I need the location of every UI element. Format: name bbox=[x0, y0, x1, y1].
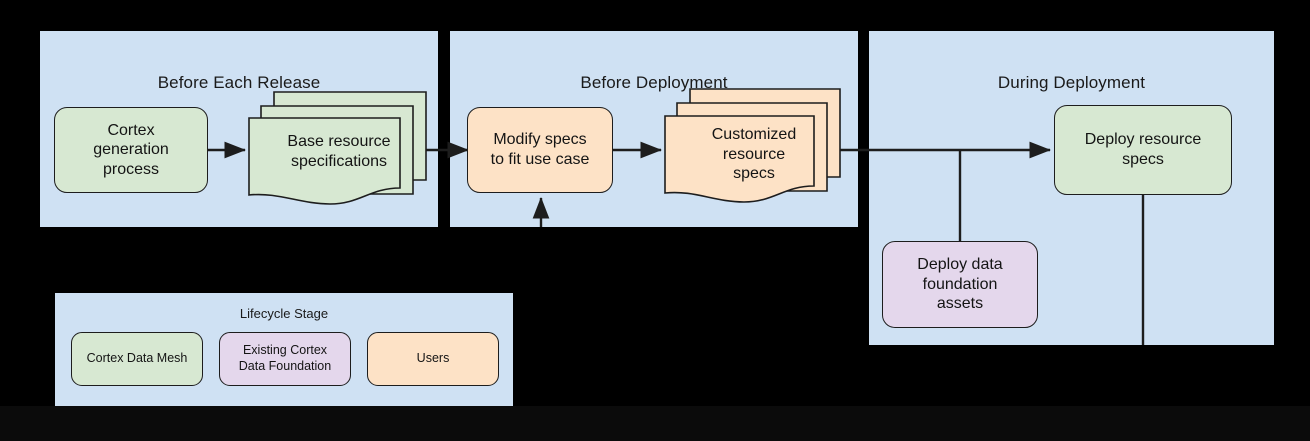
node-label-line-1: Modify specs bbox=[493, 131, 587, 149]
node-label-modify-specs-to-fit-use-case: Modify specs to fit use case bbox=[479, 130, 602, 169]
lane-title-before-each-release: Before Each Release bbox=[157, 73, 321, 92]
node-label-deploy-resource-specs: Deploy resource specs bbox=[1073, 130, 1214, 169]
legend-item-cortex-data-mesh[interactable]: Cortex Data Mesh bbox=[71, 332, 203, 386]
legend-label-line-1: Users bbox=[416, 351, 450, 366]
legend-label-line-1: Cortex Data Mesh bbox=[86, 351, 188, 366]
node-label-line-1: Deploy resource bbox=[1084, 131, 1202, 149]
node-label-line-2: to fit use case bbox=[490, 151, 590, 168]
bottom-band bbox=[0, 406, 1310, 441]
legend-item-label: Cortex Data Mesh bbox=[87, 351, 188, 367]
node-label-line-2: foundation bbox=[922, 275, 998, 293]
legend-panel[interactable]: Lifecycle Stage Cortex Data Mesh Existin… bbox=[55, 293, 513, 406]
node-label-line-3: process bbox=[102, 160, 160, 178]
node-modify-specs-to-fit-use-case[interactable]: Modify specs to fit use case bbox=[467, 107, 613, 193]
node-label-line-2: generation bbox=[93, 141, 169, 159]
legend-label-line-2: Data Foundation bbox=[238, 359, 332, 373]
doc-sheet-front bbox=[664, 115, 815, 203]
legend-title: Lifecycle Stage bbox=[239, 306, 329, 321]
node-label-line-1: Deploy data bbox=[917, 256, 1003, 274]
node-label-line-1: Cortex bbox=[107, 121, 155, 139]
doc-sheet-front bbox=[248, 117, 401, 205]
lane-title-during-deployment: During Deployment bbox=[997, 73, 1146, 92]
lane-title-before-deployment: Before Deployment bbox=[580, 73, 728, 92]
node-label-line-2: specs bbox=[1122, 151, 1164, 168]
legend-item-users[interactable]: Users bbox=[367, 332, 499, 386]
legend-item-label: Users bbox=[417, 351, 450, 367]
node-label-line-3: assets bbox=[936, 295, 984, 313]
legend-label-line-1: Existing Cortex bbox=[242, 343, 328, 358]
node-deploy-resource-specs[interactable]: Deploy resource specs bbox=[1054, 105, 1232, 195]
